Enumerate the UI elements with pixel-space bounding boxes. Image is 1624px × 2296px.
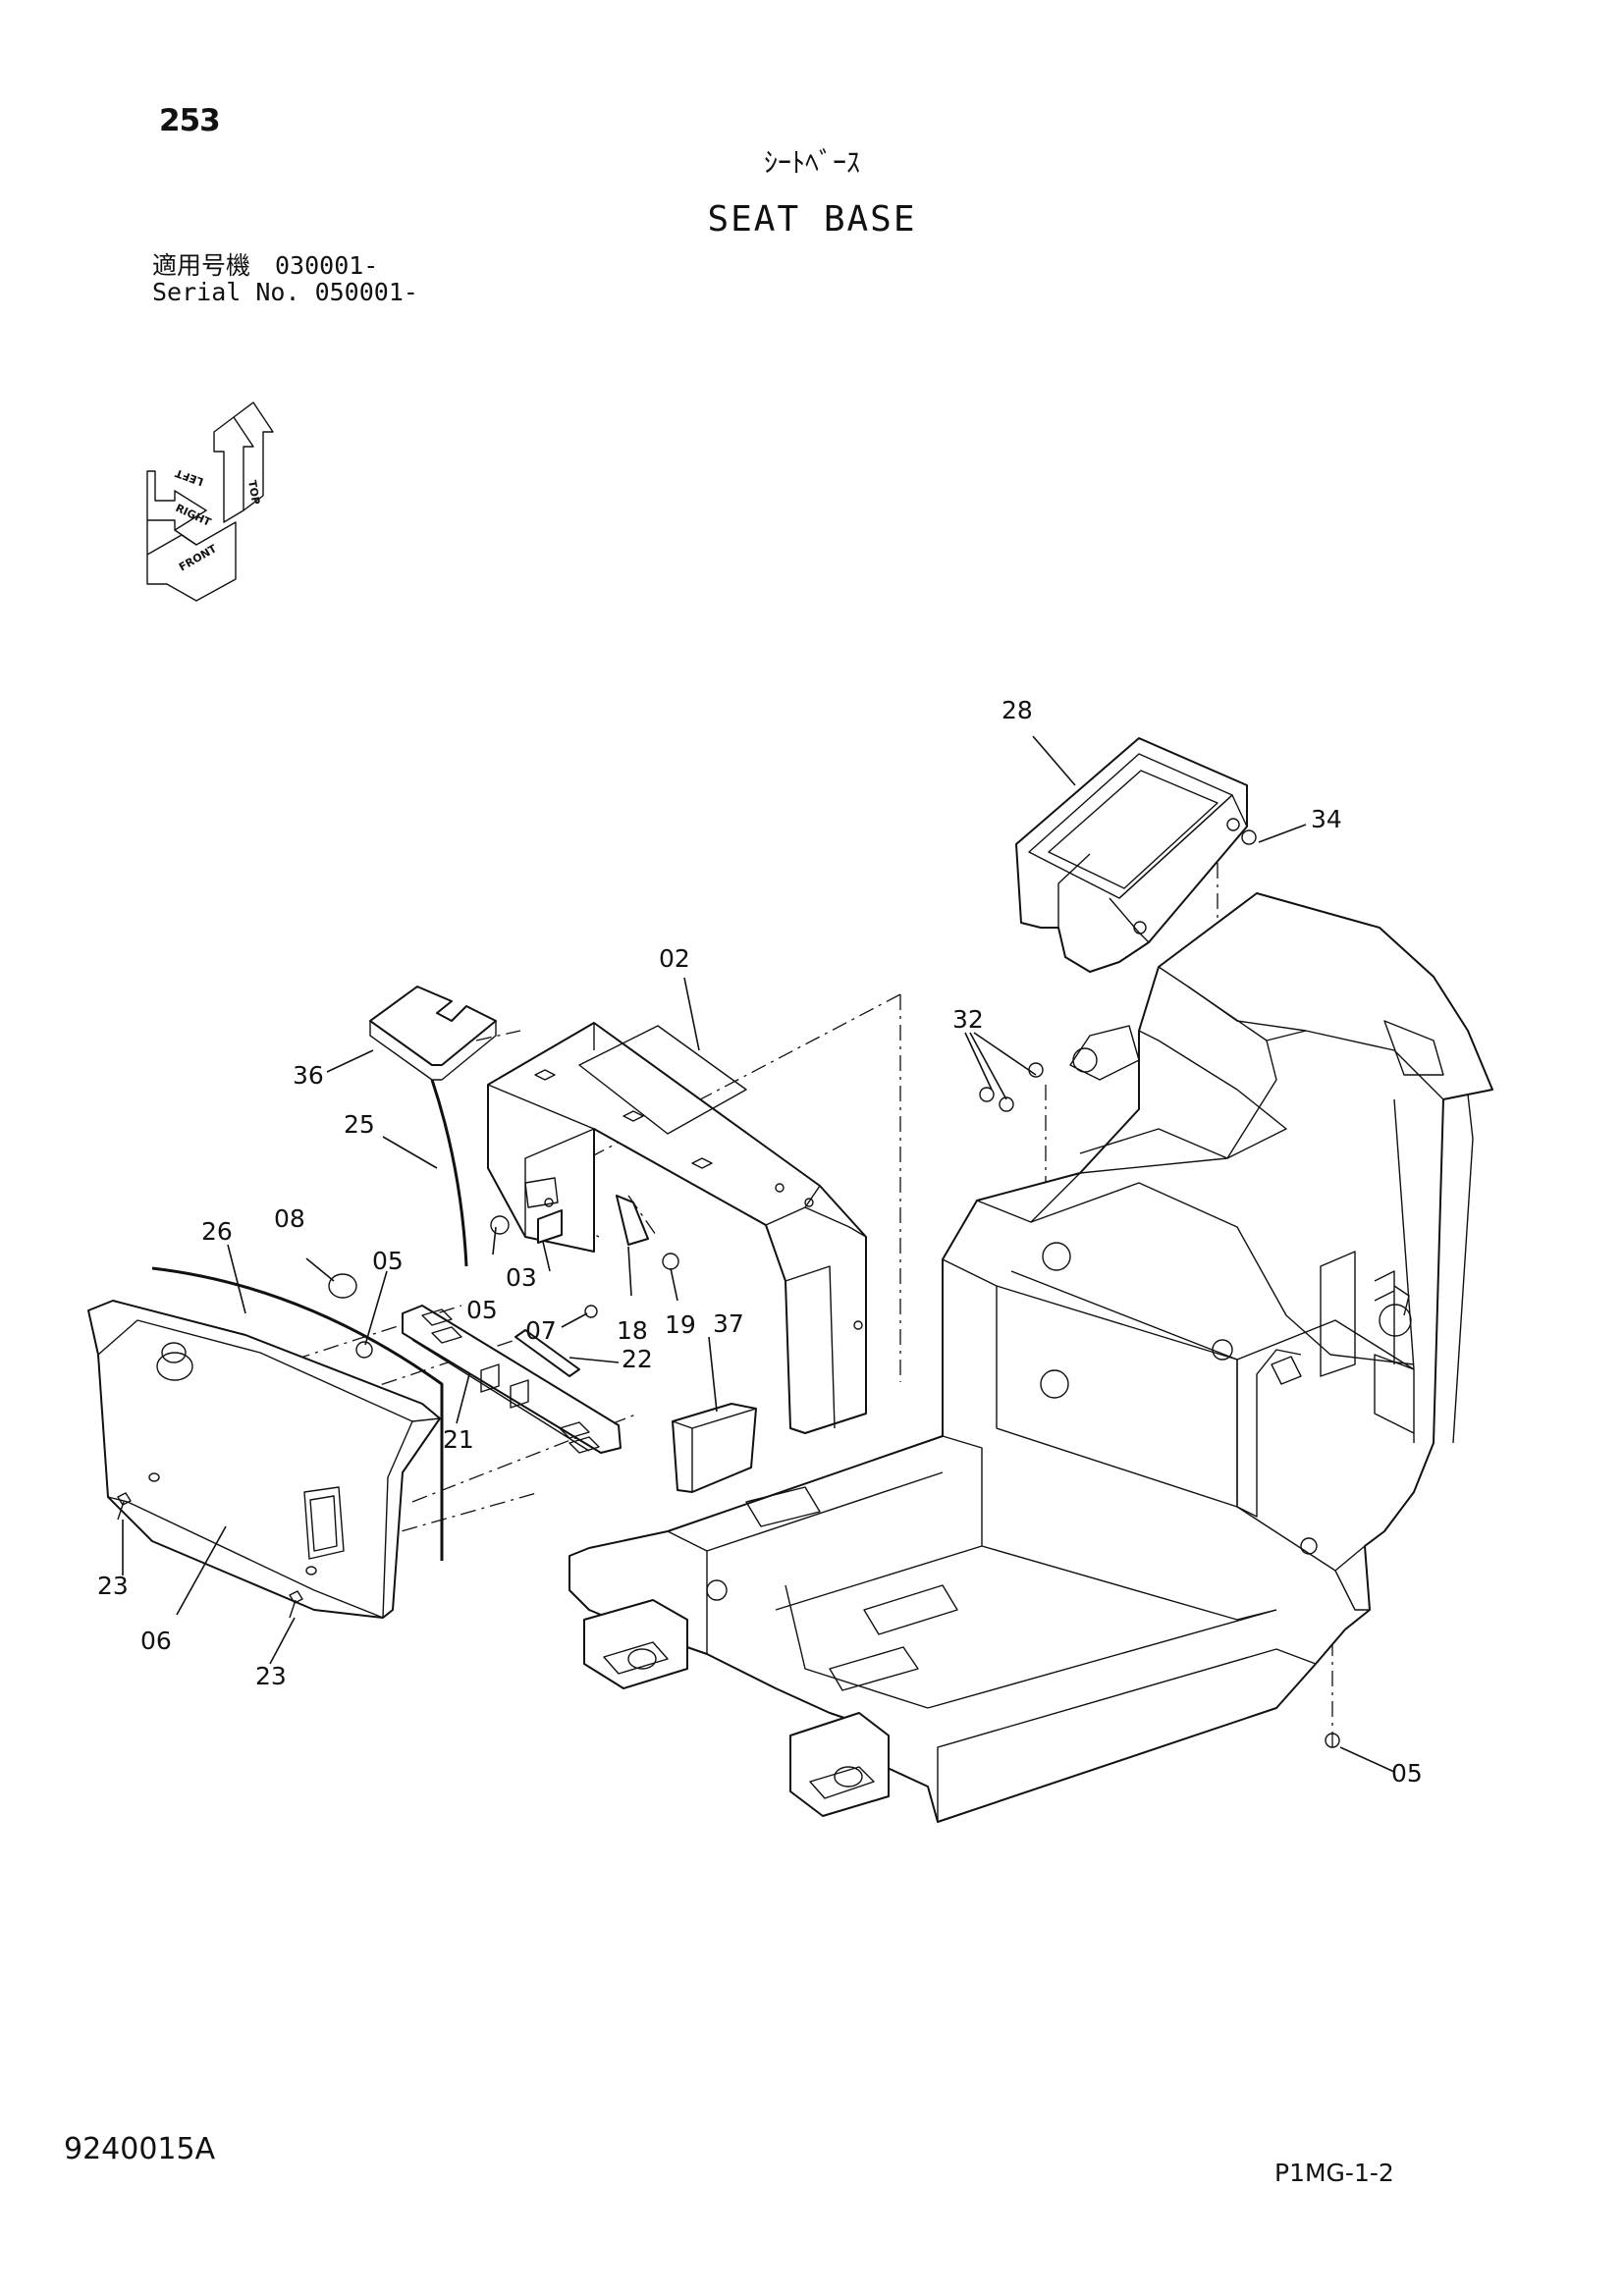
document-code: 9240015A	[64, 2132, 216, 2166]
front-mounts	[583, 1599, 890, 1817]
callout-19: 19	[665, 1310, 696, 1339]
callout-22: 22	[622, 1345, 653, 1373]
part-26-seal	[151, 1266, 444, 1561]
sheet-code: P1MG-1-2	[1274, 2159, 1394, 2187]
orientation-label-front: FRONT	[177, 542, 219, 574]
callout-23: 23	[97, 1572, 129, 1600]
part-18-latch	[616, 1195, 649, 1246]
callout-28: 28	[1001, 696, 1033, 724]
callout-36: 36	[293, 1061, 324, 1090]
part-22-strip	[514, 1329, 580, 1377]
serial-applicability-jp: 適用号機 030001-	[152, 251, 379, 280]
callout-34: 34	[1311, 805, 1342, 833]
callout-08: 08	[274, 1204, 305, 1233]
callout-32: 32	[952, 1005, 984, 1034]
orientation-label-right: RIGHT	[174, 502, 214, 529]
seat-base-frame	[568, 892, 1493, 1823]
page-title: SEAT BASE	[707, 199, 917, 240]
part-02-seat-base-cover	[487, 1022, 867, 1434]
part-03-bracket	[537, 1209, 563, 1244]
callout-21: 21	[443, 1425, 474, 1454]
page-number: 253	[159, 103, 221, 138]
part-21-latch-bracket	[402, 1305, 622, 1454]
callout-23: 23	[255, 1662, 287, 1690]
callout-06: 06	[140, 1627, 172, 1655]
orientation-indicator: TOP LEFT RIGHT FRONT	[146, 401, 274, 602]
part-25-weatherstrip	[430, 1079, 468, 1267]
part-36-pad	[369, 986, 497, 1081]
part-37-side-cover	[672, 1403, 757, 1493]
callout-05: 05	[1391, 1759, 1423, 1788]
orientation-label-left: LEFT	[173, 466, 205, 488]
part-06-front-panel	[87, 1300, 441, 1619]
part-28-console-cover	[1015, 737, 1248, 973]
part-08-lock	[328, 1273, 357, 1299]
callout-02: 02	[659, 944, 690, 973]
callout-37: 37	[713, 1309, 744, 1338]
callout-labels: 02 03 05 05 05 06 07 08 18 19 21 22 23 2…	[97, 696, 1423, 1788]
callout-07: 07	[525, 1316, 557, 1345]
leader-lines	[122, 735, 1395, 1773]
part-05-bracket	[524, 1177, 559, 1208]
callout-18: 18	[617, 1316, 648, 1345]
callout-25: 25	[344, 1110, 375, 1139]
callout-03: 03	[506, 1263, 537, 1292]
callout-05: 05	[466, 1296, 498, 1324]
callout-05: 05	[372, 1247, 404, 1275]
orientation-label-top: TOP	[245, 479, 262, 506]
callout-26: 26	[201, 1217, 233, 1246]
serial-number-range: Serial No. 050001-	[152, 278, 418, 306]
small-hardware	[117, 829, 1340, 1748]
title-japanese: ｼｰﾄﾍﾞｰｽ	[763, 146, 860, 179]
